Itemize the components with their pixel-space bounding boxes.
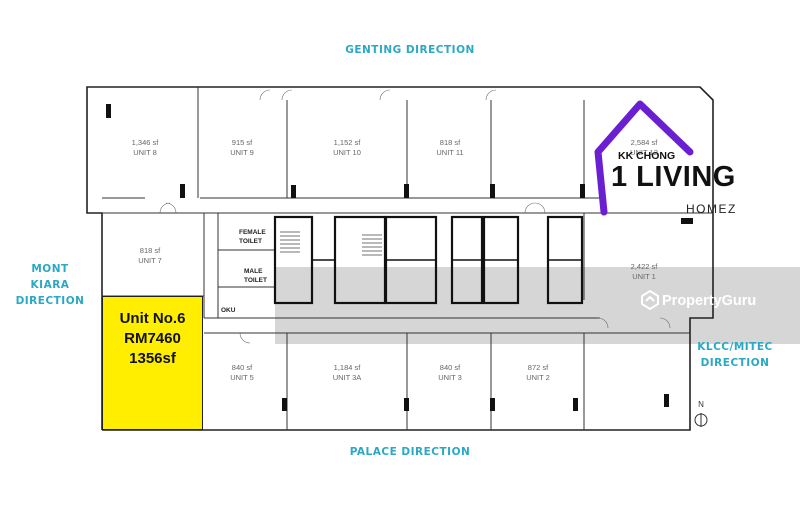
logo-1-living: 1 LIVING: [611, 161, 736, 193]
unit-7-name: UNIT 7: [138, 256, 162, 265]
unit-12-name: UNIT 12: [630, 148, 658, 157]
unit-8-label: 1,346 sf UNIT 8: [115, 138, 175, 158]
unit-6-name: Unit No.6: [119, 310, 186, 327]
building-outline: [86, 86, 714, 431]
oku-label: OKU: [221, 307, 236, 314]
unit-10-name: UNIT 10: [333, 148, 361, 157]
male-toilet-line2: TOILET: [244, 277, 267, 284]
wall-lines: [102, 87, 713, 430]
mont-kiara-line1: MONT KIARA: [30, 263, 70, 291]
unit-2-size: 872 sf: [527, 363, 549, 372]
unit-5-label: 840 sf UNIT 5: [212, 363, 272, 383]
unit-7-label: 818 sf UNIT 7: [120, 246, 180, 266]
mont-kiara-direction-label: MONT KIARA DIRECTION: [10, 261, 90, 309]
unit-9-size: 915 sf: [231, 138, 253, 147]
unit-3a-name: UNIT 3A: [332, 373, 362, 382]
palace-direction-label: PALACE DIRECTION: [349, 446, 471, 458]
unit-6-price: RM7460: [124, 330, 181, 347]
unit-11-label: 818 sf UNIT 11: [420, 138, 480, 158]
klcc-line2: DIRECTION: [700, 357, 770, 369]
unit-5-name: UNIT 5: [230, 373, 254, 382]
klcc-direction-label: KLCC/MITEC DIRECTION: [690, 339, 780, 371]
male-toilet-label: MALE TOILET: [244, 267, 267, 285]
unit-7-size: 818 sf: [139, 246, 161, 255]
unit-5-size: 840 sf: [231, 363, 253, 372]
female-toilet-label: FEMALE TOILET: [239, 228, 266, 246]
unit-11-size: 818 sf: [439, 138, 461, 147]
columns: [106, 104, 693, 413]
unit-3a-size: 1,184 sf: [333, 363, 361, 372]
unit-6-size: 1356sf: [129, 350, 176, 367]
unit-6-highlight: Unit No.6 RM7460 1356sf: [102, 296, 203, 430]
compass-north-label: N: [698, 400, 704, 409]
logo-house-arc: [594, 100, 694, 216]
logo-kk-chong: KK CHONG: [618, 150, 676, 162]
compass-icon: [694, 413, 708, 427]
logo-homez: HOMEZ: [686, 202, 737, 216]
klcc-line1: KLCC/MITEC: [697, 341, 773, 353]
unit-3-name: UNIT 3: [438, 373, 462, 382]
door-swings: [159, 89, 671, 344]
unit-2-label: 872 sf UNIT 2: [508, 363, 568, 383]
unit-8-size: 1,346 sf: [131, 138, 159, 147]
unit-3-label: 840 sf UNIT 3: [420, 363, 480, 383]
unit-3a-label: 1,184 sf UNIT 3A: [317, 363, 377, 383]
unit-9-name: UNIT 9: [230, 148, 254, 157]
unit-8-name: UNIT 8: [133, 148, 157, 157]
propertyguru-logo-icon: [641, 290, 659, 310]
unit-1-name: UNIT 1: [632, 272, 656, 281]
unit-10-label: 1,152 sf UNIT 10: [317, 138, 377, 158]
unit-12-label: 2,584 sf UNIT 12: [614, 138, 674, 158]
propertyguru-watermark: PropertyGuru: [640, 290, 756, 310]
unit-1-label: 2,422 sf UNIT 1: [614, 262, 674, 282]
male-toilet-line1: MALE: [244, 268, 263, 275]
stair-hatch: [280, 231, 382, 256]
mont-kiara-line2: DIRECTION: [15, 295, 85, 307]
unit-12-size: 2,584 sf: [630, 138, 658, 147]
female-toilet-line2: TOILET: [239, 238, 262, 245]
genting-direction-label: GENTING DIRECTION: [345, 44, 475, 56]
unit-1-size: 2,422 sf: [630, 262, 658, 271]
north-compass: N: [691, 400, 711, 430]
propertyguru-text: PropertyGuru: [662, 293, 757, 309]
unit-10-size: 1,152 sf: [333, 138, 361, 147]
unit-2-name: UNIT 2: [526, 373, 550, 382]
unit-9-label: 915 sf UNIT 9: [212, 138, 272, 158]
female-toilet-line1: FEMALE: [239, 229, 266, 236]
unit-11-name: UNIT 11: [436, 148, 464, 157]
unit-3-size: 840 sf: [439, 363, 461, 372]
